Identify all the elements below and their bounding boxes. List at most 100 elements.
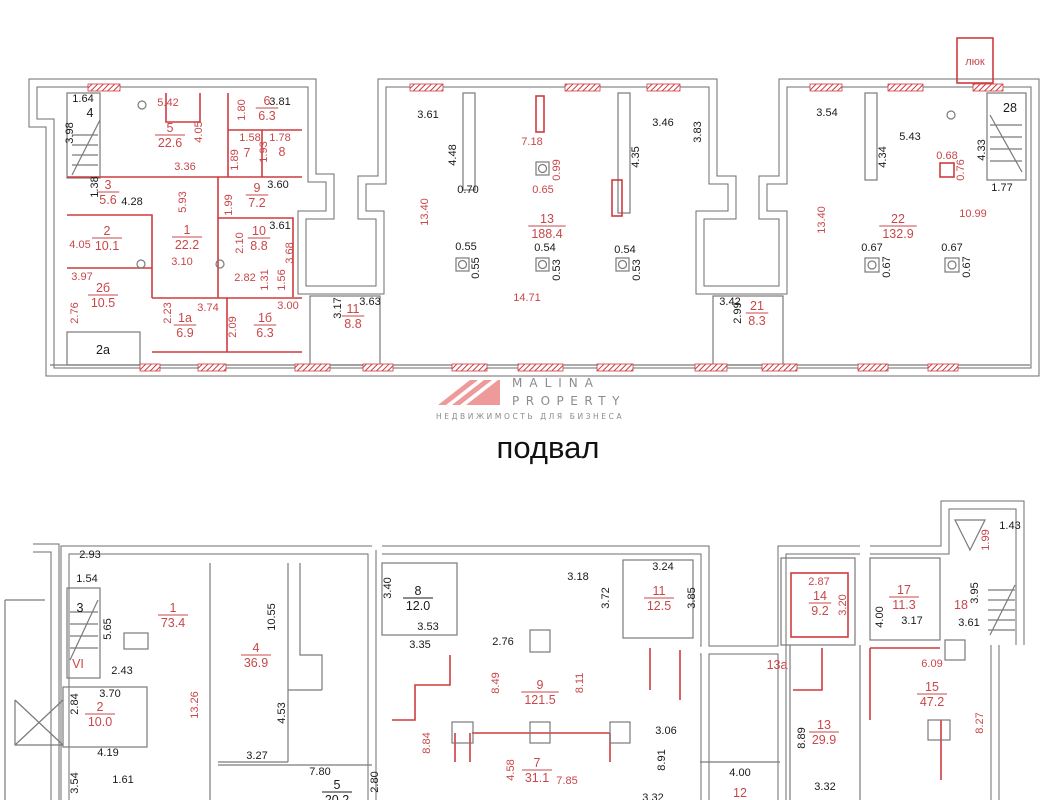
room-number: 5 xyxy=(334,778,341,792)
column-icon xyxy=(944,257,960,273)
room-label: 12 xyxy=(733,786,747,800)
dimension-label: 4.33 xyxy=(976,139,988,160)
dimension-label: 1.78 xyxy=(269,132,290,144)
column-icon xyxy=(451,721,474,744)
dimension-label: 1.43 xyxy=(999,520,1020,532)
dimension-label: 2.10 xyxy=(234,232,246,253)
room-label: 2a xyxy=(96,343,110,357)
room-area: 12.5 xyxy=(647,599,671,613)
dimension-label: 2.76 xyxy=(492,636,513,648)
dimension-label: 3.63 xyxy=(359,296,380,308)
room-label: 28 xyxy=(1003,101,1017,115)
window-icon xyxy=(409,83,444,92)
room-area: 20.2 xyxy=(325,793,349,800)
window-icon xyxy=(139,363,161,372)
dimension-label: 3.54 xyxy=(816,107,837,119)
window-icon xyxy=(451,363,488,372)
dimension-label: 3.42 xyxy=(719,296,740,308)
dimension-label: 3.97 xyxy=(71,271,92,283)
column-icon xyxy=(529,721,551,744)
dimension-label: 3.24 xyxy=(652,561,673,573)
dimension-label: 1.54 xyxy=(76,573,97,585)
room-label: 8 xyxy=(279,145,286,159)
room-area: 73.4 xyxy=(161,616,185,630)
dimension-label: 3.20 xyxy=(837,594,849,615)
dimension-label: 8.84 xyxy=(421,732,433,753)
dimension-label: 2.93 xyxy=(79,549,100,561)
dimension-label: 3.83 xyxy=(692,121,704,142)
dimension-label: 3.61 xyxy=(269,220,290,232)
dimension-label: 3.54 xyxy=(69,772,81,793)
dimension-label: 0.55 xyxy=(455,241,476,253)
dimension-label: 7.85 xyxy=(556,775,577,787)
dimension-label: 2.87 xyxy=(808,576,829,588)
room-area: 121.5 xyxy=(524,693,555,707)
room-number: 1а xyxy=(178,311,192,325)
dimension-label: 1.99 xyxy=(980,529,992,550)
window-icon xyxy=(564,83,601,92)
logo-line-1: MALINA xyxy=(512,376,600,390)
window-icon xyxy=(294,363,331,372)
room-number: 13 xyxy=(540,212,554,226)
dimension-label: 3.32 xyxy=(814,781,835,793)
window-icon xyxy=(362,363,394,372)
room-number: 4 xyxy=(253,641,260,655)
room-area: 22.6 xyxy=(158,136,182,150)
room-area: 7.2 xyxy=(248,196,265,210)
dimension-label: 10.55 xyxy=(266,603,278,631)
dimension-label: 3.70 xyxy=(99,688,120,700)
dimension-label: 4.28 xyxy=(121,196,142,208)
dimension-label: 3.32 xyxy=(642,792,663,800)
room-area: 22.2 xyxy=(175,238,199,252)
window-icon xyxy=(517,363,564,372)
column-icon xyxy=(864,257,880,273)
room-number: 1 xyxy=(184,223,191,237)
dimension-label: 8.91 xyxy=(656,749,668,770)
dimension-label: 13.40 xyxy=(419,198,431,226)
hatch-box xyxy=(956,37,994,84)
dimension-label: 5.42 xyxy=(157,97,178,109)
room-number: 9 xyxy=(254,181,261,195)
dimension-label: 0.67 xyxy=(881,256,893,277)
dimension-label: 4.35 xyxy=(630,146,642,167)
room-area: 5.6 xyxy=(99,193,116,207)
room-number: 5 xyxy=(167,121,174,135)
window-icon xyxy=(761,363,798,372)
dimension-label: 1.80 xyxy=(236,99,248,120)
room-number: 3 xyxy=(105,178,112,192)
column-icon xyxy=(927,719,951,741)
dimension-label: 1.31 xyxy=(259,269,271,290)
dimension-label: 0.67 xyxy=(861,242,882,254)
ground-new-partitions xyxy=(392,572,942,780)
dimension-label: 3.27 xyxy=(246,750,267,762)
dimension-label: 3.00 xyxy=(277,300,298,312)
dimension-label: 1.99 xyxy=(223,194,235,215)
column-icon xyxy=(535,257,550,272)
dimension-label: 0.99 xyxy=(551,159,563,180)
dimension-label: 1.77 xyxy=(991,182,1012,194)
window-icon xyxy=(87,83,121,92)
dimension-label: 3.95 xyxy=(969,582,981,603)
room-label: 18 xyxy=(954,598,968,612)
dimension-label: 0.67 xyxy=(961,256,973,277)
window-icon xyxy=(694,363,728,372)
dimension-label: 1.58 xyxy=(239,132,260,144)
dimension-label: 4.00 xyxy=(874,606,886,627)
dimension-label: 4.05 xyxy=(193,121,205,142)
floor-title: подвал xyxy=(496,430,600,465)
dimension-label: 3.46 xyxy=(652,117,673,129)
room-number: 2 xyxy=(104,224,111,238)
dimension-label: 4.05 xyxy=(69,239,90,251)
room-area: 6.3 xyxy=(258,109,275,123)
dimension-label: 5.65 xyxy=(102,618,114,639)
room-number: 1 xyxy=(170,601,177,615)
dimension-label: 0.54 xyxy=(534,242,555,254)
room-area: 8.8 xyxy=(250,239,267,253)
dimension-label: 8.49 xyxy=(490,672,502,693)
ground-columns xyxy=(123,632,951,744)
basement-windows xyxy=(87,83,1004,372)
ground-outer-walls xyxy=(4,500,1025,800)
dimension-label: 3.17 xyxy=(901,615,922,627)
dimension-label: 3.81 xyxy=(269,96,290,108)
dimension-label: 3.74 xyxy=(197,302,218,314)
